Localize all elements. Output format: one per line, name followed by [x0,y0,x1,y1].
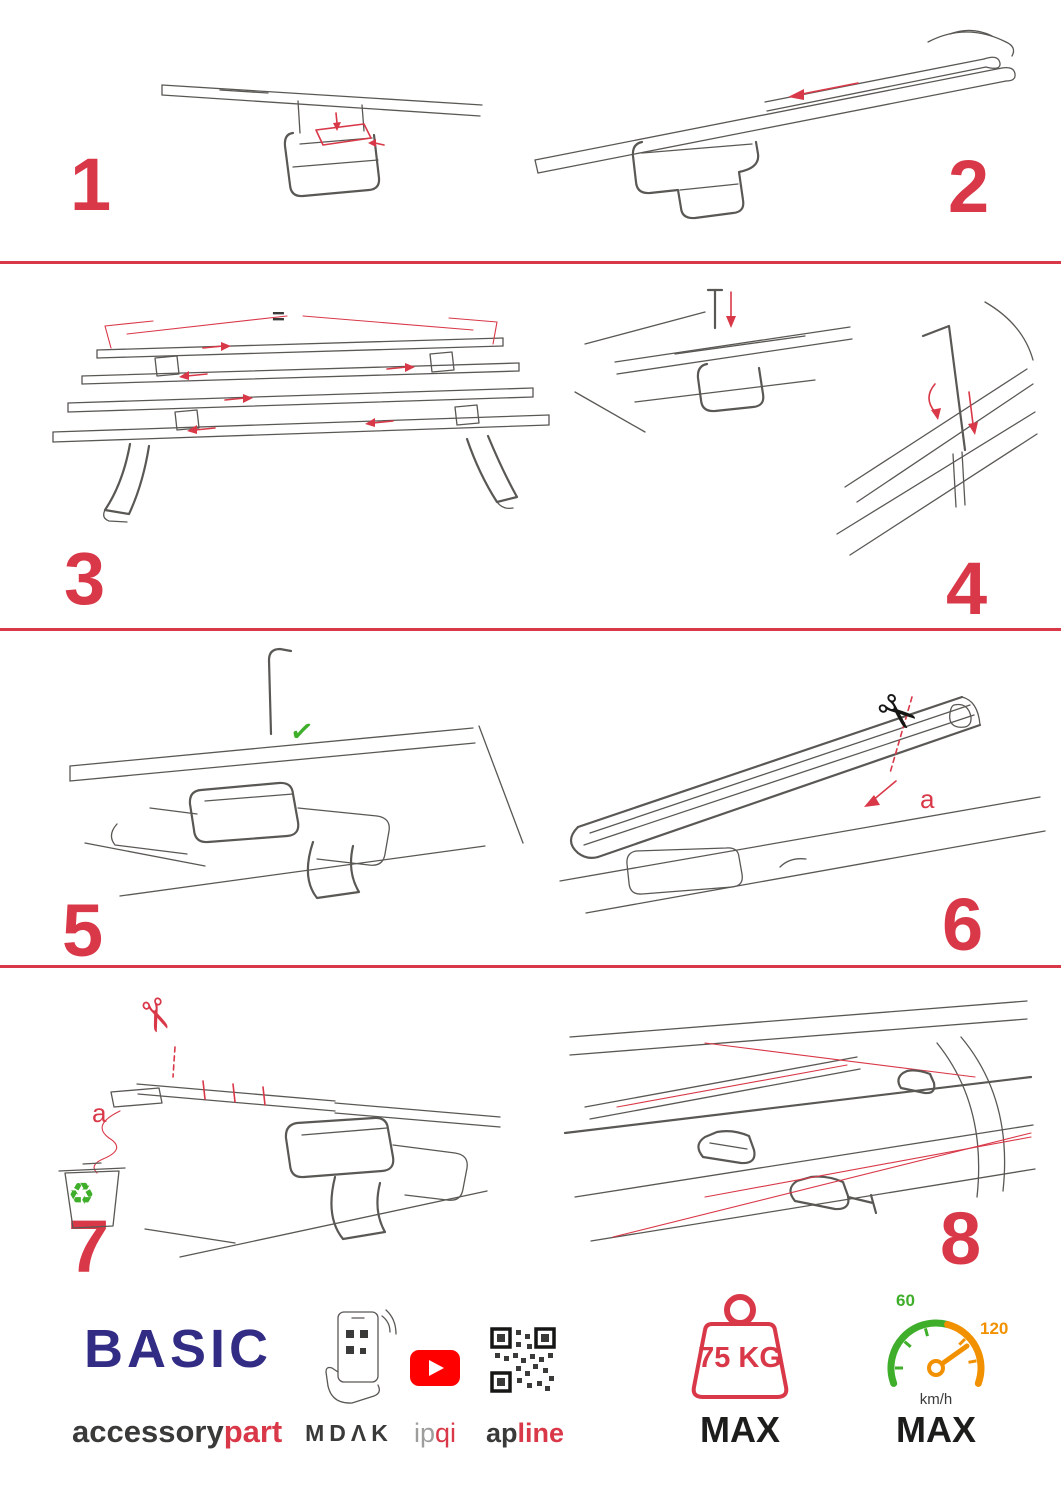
max-weight-icon [691,1294,789,1399]
crossbars-drawing [52,337,550,443]
guide-lines-drawing [612,1132,1032,1238]
crossbar-drawing [534,66,1016,174]
partner-apline-label: apline [480,1420,570,1447]
step-6-part-label: a [920,784,935,814]
step-3-illustration [52,315,550,523]
section-divider [0,965,1061,968]
allen-key-drawing [267,647,293,736]
roof-rails-drawing [563,1000,1036,1242]
max-weight-value: 75 KG [698,1342,782,1374]
step-6-number: 6 [942,883,984,966]
roof-support-drawing [559,796,1046,914]
youtube-icon [410,1350,460,1386]
legs-drawing [103,434,519,523]
speed-unit-label: km/h [919,1391,953,1408]
tbolt-figure-drawing [574,288,853,433]
step-2-illustration [534,29,1016,220]
step-6-illustration [559,695,1046,914]
track-bar-drawing [584,1042,976,1120]
section-divider [0,628,1061,631]
apline-label-part1: ap [485,1418,518,1448]
strap-clamp-drawing [697,1069,936,1215]
step-5-number: 5 [62,889,104,972]
cut-line-drawing [864,696,913,807]
apline-label-part2: line [517,1418,565,1448]
checkmark-icon: ✓ [288,714,316,749]
equal-dimension-lines [104,315,498,349]
ipqi-label-part2: qi [435,1418,457,1448]
trash-can-icon [58,1162,126,1229]
max-weight-label: MAX [700,1409,780,1450]
partner-mdak-label: MDΛK [305,1420,393,1446]
step-4-illustration [574,288,1038,556]
clamp-drawing [283,100,381,198]
equal-spacing-label: = [272,304,285,329]
max-speed-label: MAX [896,1409,976,1450]
bar-extrusion-drawing [569,695,982,859]
ipqi-label-part1: ip [413,1418,435,1448]
spacing-arrows [179,342,415,434]
slide-arrow [788,82,859,100]
step-8-number: 8 [940,1197,982,1280]
phone-qr-scan-icon [325,1309,397,1404]
clamp-drawing [144,1102,501,1258]
speed-60-label: 60 [896,1291,915,1310]
rubber-strip-drawing [764,56,1001,112]
step-7-illustration [58,1046,501,1258]
series-name: accessorypart [72,1416,282,1447]
clamp-drawing [631,140,760,220]
bar-end-drawing [927,29,1015,57]
mount-feet-drawing [154,351,480,431]
step-5-illustration [69,647,524,900]
rubber-pad-drawing [315,112,385,147]
qr-code-icon [490,1327,556,1393]
partner-ipqi-label: ipqi [400,1420,470,1447]
speedometer-icon [887,1319,985,1387]
clamp-assembly-drawing [110,781,390,900]
roof-rail-drawing [161,84,483,117]
step-1-illustration [161,84,483,198]
allen-key-figure-drawing [836,301,1038,556]
series-name-part2: part [223,1414,283,1449]
step-7-part-label: a [92,1098,107,1128]
step-4-number: 4 [946,547,988,630]
step-8-illustration [563,1000,1036,1242]
section-divider [0,261,1061,264]
step-2-number: 2 [948,145,990,228]
step-3-number: 3 [64,537,106,620]
speed-120-label: 120 [980,1319,1009,1338]
roof-drawing [69,725,524,897]
step-7-number: 7 [68,1205,110,1288]
cut-piece-drawing [93,1087,163,1174]
recycle-icon: ♻ [68,1178,95,1211]
strap-drawing [136,1046,336,1112]
step-1-number: 1 [70,143,112,226]
brand-name: BASIC [84,1319,273,1379]
series-name-part1: accessory [72,1414,224,1449]
